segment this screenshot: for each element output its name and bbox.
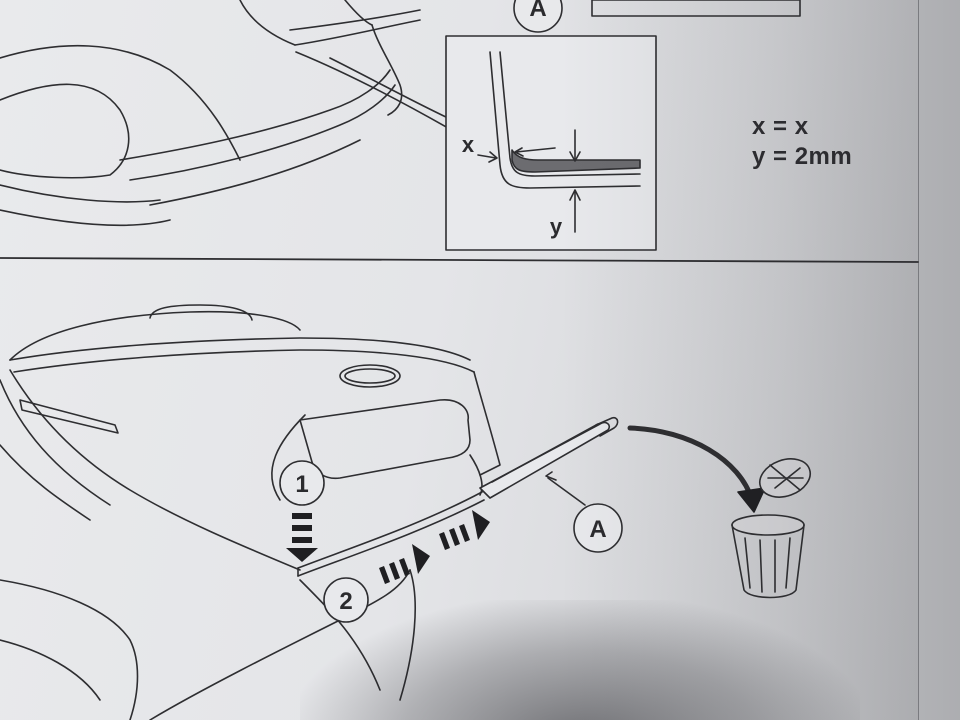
right-arrow-icon xyxy=(379,510,490,584)
note-line-y: y = 2mm xyxy=(752,143,853,170)
car-rear-top xyxy=(0,0,421,227)
page-edge xyxy=(918,0,960,720)
step-2-label: 2 xyxy=(339,588,352,615)
label-y: y xyxy=(550,214,563,239)
step-1-label: 1 xyxy=(295,471,308,498)
label-a-bottom: A xyxy=(589,516,606,543)
trash-bin-icon xyxy=(731,458,811,599)
seal-profile xyxy=(477,51,641,233)
dimension-note: x = x y = 2mm xyxy=(752,112,852,172)
car-rear-bottom xyxy=(0,304,501,720)
brand-badge-icon xyxy=(339,364,401,388)
curved-arrow-icon xyxy=(627,425,755,503)
label-x: x xyxy=(462,132,475,157)
label-a-top: A xyxy=(529,0,546,22)
note-line-x: x = x xyxy=(752,113,809,140)
down-arrow-icon xyxy=(286,513,318,562)
trim-strip xyxy=(479,416,619,499)
